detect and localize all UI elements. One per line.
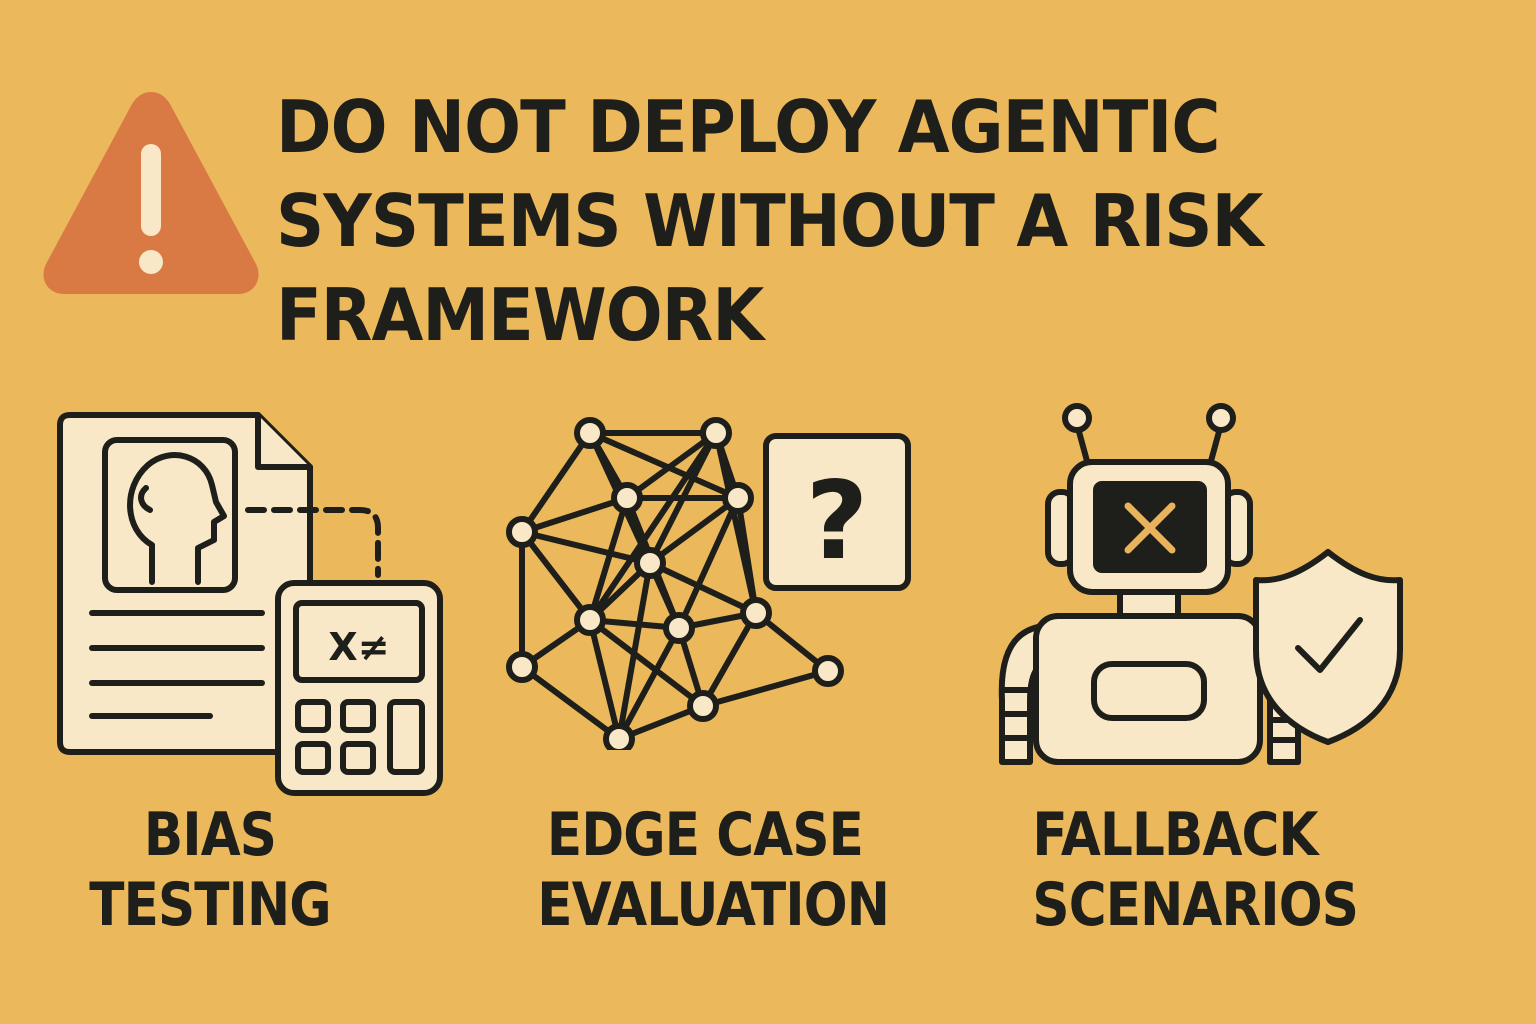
calculator-display-text: X≠ [328, 625, 389, 669]
question-mark-text: ? [806, 459, 869, 584]
caption-edge-line-1: EDGE CASE [546, 800, 864, 870]
caption-edge-line-2: EVALUATION [537, 870, 890, 940]
caption-bias-line-1: BIAS [143, 800, 277, 870]
question-box [763, 433, 911, 591]
document-calculator-icon: X≠ [57, 412, 443, 796]
caption-fallback-line-1: FALLBACK [1032, 800, 1318, 870]
caption-edge-case-evaluation: EDGE CASE EVALUATION [510, 800, 900, 940]
caption-fallback-scenarios: FALLBACK SCENARIOS [1010, 800, 1359, 940]
caption-fallback-line-2: SCENARIOS [1032, 870, 1359, 940]
warning-icon [43, 92, 259, 294]
network-question-icon: ? [506, 417, 911, 750]
caption-bias-line-2: TESTING [89, 870, 331, 940]
robot-shield-icon [998, 403, 1403, 765]
caption-bias-testing: BIAS TESTING [60, 800, 360, 940]
title-line-2: SYSTEMS WITHOUT A RISK [276, 179, 1263, 263]
title-line-1: DO NOT DEPLOY AGENTIC [276, 85, 1220, 169]
title-line-3: FRAMEWORK [276, 273, 764, 357]
page-title: DO NOT DEPLOY AGENTIC SYSTEMS WITHOUT A … [276, 80, 1263, 362]
